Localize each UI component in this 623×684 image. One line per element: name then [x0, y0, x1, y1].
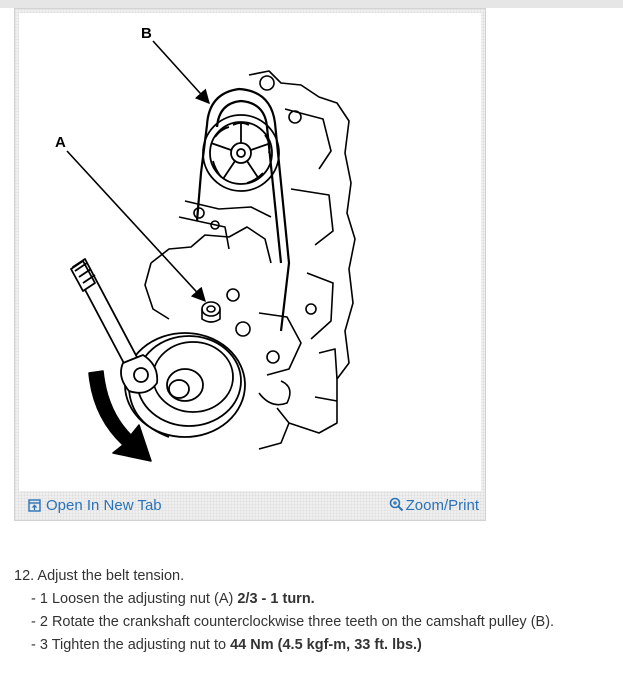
- adjusting-nut: [201, 288, 240, 323]
- zoom-print-link[interactable]: Zoom/Print: [389, 492, 479, 520]
- step-number: 12.: [14, 568, 35, 584]
- label-b: B: [141, 25, 152, 42]
- rotation-arrow: [88, 370, 152, 462]
- substep-1: - 1 Loosen the adjusting nut (A) 2/3 - 1…: [14, 588, 619, 611]
- timing-belt: [195, 87, 291, 332]
- step-title: Adjust the belt tension.: [37, 568, 185, 584]
- substep-1-bold: 2/3 - 1 turn.: [237, 591, 315, 607]
- camshaft-pulley: [202, 114, 280, 192]
- crankshaft-pulley: [124, 332, 246, 438]
- open-in-new-tab-link[interactable]: Open In New Tab: [28, 492, 162, 520]
- figure-toolbar: Open In New Tab Zoom/Print: [15, 492, 485, 520]
- engine-block: [144, 70, 356, 450]
- leader-lines: [66, 40, 210, 303]
- zoom-print-label: Zoom/Print: [405, 497, 479, 514]
- substep-3-text: - 3 Tighten the adjusting nut to: [31, 637, 231, 653]
- substep-1-text: - 1 Loosen the adjusting nut (A): [31, 591, 238, 607]
- wrench-tool: [70, 258, 159, 394]
- substep-3: - 3 Tighten the adjusting nut to 44 Nm (…: [14, 634, 619, 657]
- external-link-icon: [28, 499, 41, 512]
- substep-3-bold: 44 Nm (4.5 kgf-m, 33 ft. lbs.): [230, 637, 422, 653]
- step-heading: 12. Adjust the belt tension.: [14, 565, 619, 588]
- zoom-magnifier-icon: [389, 497, 403, 512]
- diagram-svg: B A: [55, 25, 356, 462]
- top-strip: [0, 0, 623, 8]
- substep-2: - 2 Rotate the crankshaft counterclockwi…: [14, 611, 619, 634]
- label-a: A: [55, 134, 66, 151]
- instruction-step: 12. Adjust the belt tension. - 1 Loosen …: [14, 565, 619, 657]
- timing-belt-diagram: B A: [19, 13, 481, 491]
- figure-frame: B A Open In New Tab Zoom/Print: [14, 8, 486, 521]
- substep-2-text: - 2 Rotate the crankshaft counterclockwi…: [31, 614, 555, 630]
- open-in-new-tab-label: Open In New Tab: [46, 497, 162, 514]
